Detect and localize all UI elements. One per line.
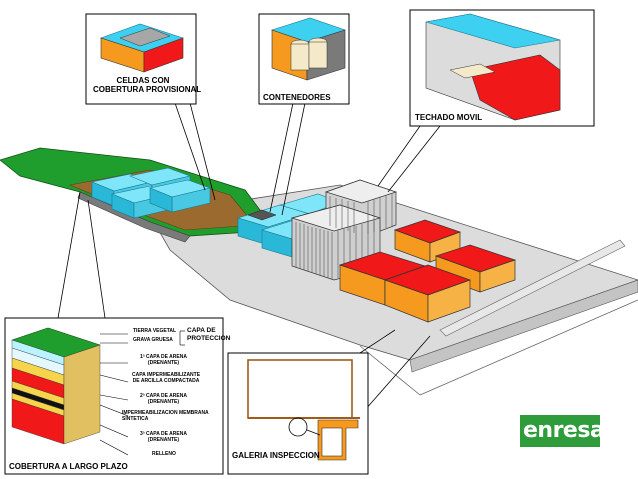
layer-grava-gruesa: GRAVA GRUESA [133, 337, 173, 343]
callout-lines [57, 102, 441, 411]
moving-roof-sheds [290, 179, 398, 281]
open-cells [338, 219, 517, 323]
callout-box-galeria [227, 352, 369, 475]
label-cobertura: COBERTURA A LARGO PLAZO [9, 462, 128, 471]
layer-arena-3: 3ª CAPA DE ARENA (DRENANTE) [140, 431, 187, 443]
enresa-logo-bg [520, 415, 600, 447]
layer-relleno: RELLENO [152, 451, 176, 457]
layer-membrana: IMPERMEABILIZACION MEMBRANA SINTETICA [122, 410, 209, 422]
layer-capa-proteccion: CAPA DE PROTECCION [187, 327, 231, 342]
provisional-cells [90, 167, 212, 219]
label-contenedores: CONTENEDORES [263, 93, 331, 102]
enresa-logo: enresa [523, 418, 605, 443]
layer-arena-2: 2ª CAPA DE ARENA (DRENANTE) [140, 393, 187, 405]
layer-tierra-vegetal: TIERRA VEGETAL [133, 328, 177, 334]
callout-box-celdas [85, 13, 197, 105]
label-galeria: GALERIA INSPECCION [232, 451, 320, 460]
callout-box-techado [409, 9, 595, 127]
label-techado: TECHADO MOVIL [415, 113, 483, 122]
label-celdas: CELDAS CON COBERTURA PROVISIONAL [93, 76, 202, 94]
callout-box-cobertura [4, 317, 224, 475]
callout-box-contenedores [258, 13, 350, 105]
layer-arena-1: 1ª CAPA DE ARENA (DRENANTE) [140, 354, 187, 366]
layer-arcilla: CAPA IMPERMEABILIZANTE DE ARCILLA COMPAC… [132, 372, 201, 384]
